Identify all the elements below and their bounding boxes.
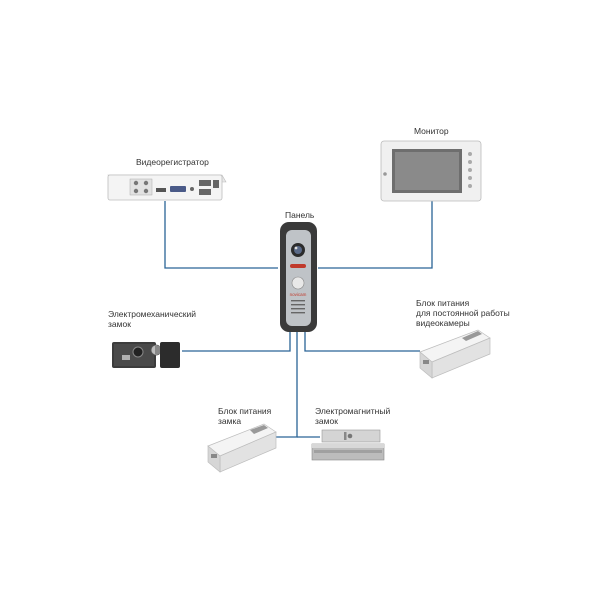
electromagnetic-lock-label-line2: замок <box>315 416 338 426</box>
wire-psu-camera <box>304 330 420 352</box>
monitor-device <box>380 140 482 202</box>
electromagnetic-lock-label-line1: Электромагнитный <box>315 406 391 416</box>
wire-psu-lock <box>274 330 298 438</box>
psu-lock-label: Блок питания замка <box>218 406 271 426</box>
dvr-label: Видеорегистратор <box>136 157 209 167</box>
call-panel-device <box>280 222 317 332</box>
monitor-label: Монитор <box>414 126 449 136</box>
psu-camera-label-line1: Блок питания <box>416 298 470 308</box>
wire-dvr <box>164 201 278 269</box>
dvr-device <box>107 174 227 201</box>
psu-lock-device <box>207 423 277 473</box>
electromechanical-lock-label-line1: Электромеханический <box>108 309 197 319</box>
electromagnetic-lock-device <box>311 429 385 461</box>
psu-camera-device <box>419 329 491 379</box>
electromagnetic-lock-label: Электромагнитный замок <box>315 406 390 426</box>
electromechanical-lock-label: Электромеханический замок <box>108 309 196 329</box>
psu-camera-label: Блок питания для постоянной работы видео… <box>416 298 510 328</box>
panel-brand-text: novicam <box>290 292 307 297</box>
psu-lock-label-line1: Блок питания <box>218 406 272 416</box>
wire-monitor <box>318 201 433 269</box>
psu-camera-label-line3: видеокамеры <box>416 318 470 328</box>
electromechanical-lock-label-line2: замок <box>108 319 131 329</box>
panel-label: Панель <box>285 210 315 220</box>
psu-lock-label-line2: замка <box>218 416 242 426</box>
wire-emech-lock <box>182 330 291 352</box>
electromechanical-lock-device <box>112 342 180 368</box>
psu-camera-label-line2: для постоянной работы <box>416 308 510 318</box>
wires <box>164 201 433 438</box>
